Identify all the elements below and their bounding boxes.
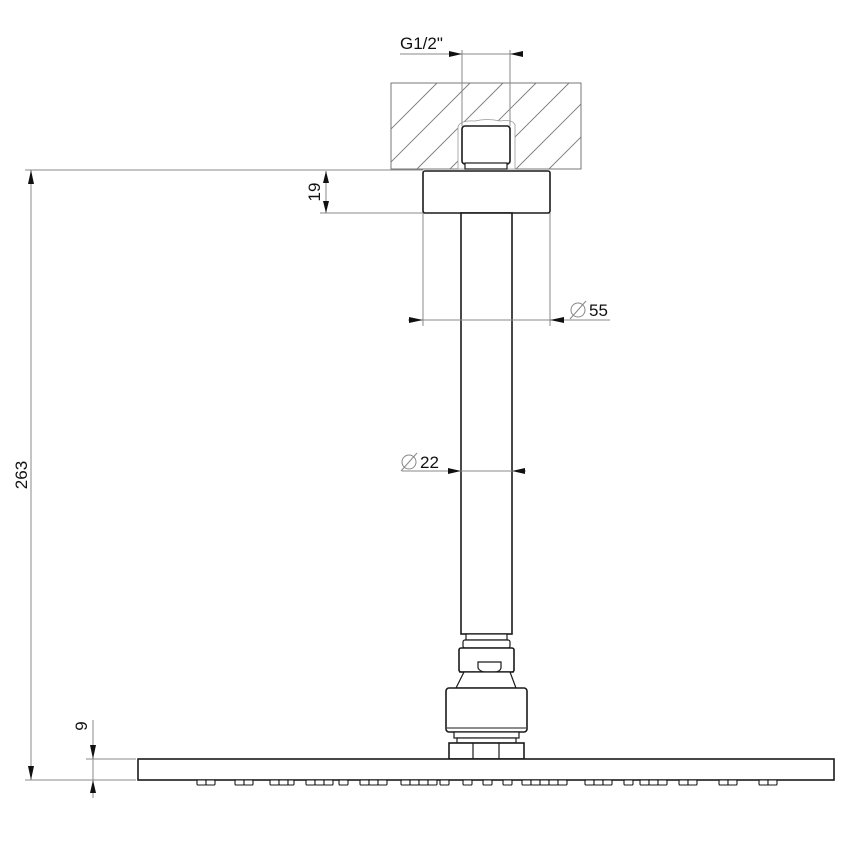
swivel-joint xyxy=(445,633,528,760)
flange-diameter-label: 55 xyxy=(589,301,608,320)
head-thickness-label: 9 xyxy=(72,721,91,730)
flange-height-label: 19 xyxy=(305,183,324,202)
swivel-notch xyxy=(477,661,502,673)
ceiling-flange xyxy=(422,170,551,214)
flange-diameter-dimension: 55 xyxy=(408,213,610,326)
shower-arm xyxy=(460,212,513,635)
arm-diameter-label: 22 xyxy=(420,453,439,472)
threaded-connector xyxy=(461,125,511,170)
arm-diameter-dimension: 22 xyxy=(400,452,526,474)
diameter-icon xyxy=(401,454,417,470)
thread-label: G1/2" xyxy=(400,34,443,53)
diameter-icon xyxy=(570,302,586,318)
overall-height-dimension: 263 xyxy=(12,170,34,780)
spray-nozzles xyxy=(196,779,778,786)
head-thickness-dimension: 9 xyxy=(72,720,136,798)
shower-head xyxy=(137,758,835,781)
flange-height-dimension: 19 xyxy=(305,171,423,214)
overall-height-label: 263 xyxy=(12,461,31,489)
thread-dimension: G1/2" xyxy=(400,34,523,126)
